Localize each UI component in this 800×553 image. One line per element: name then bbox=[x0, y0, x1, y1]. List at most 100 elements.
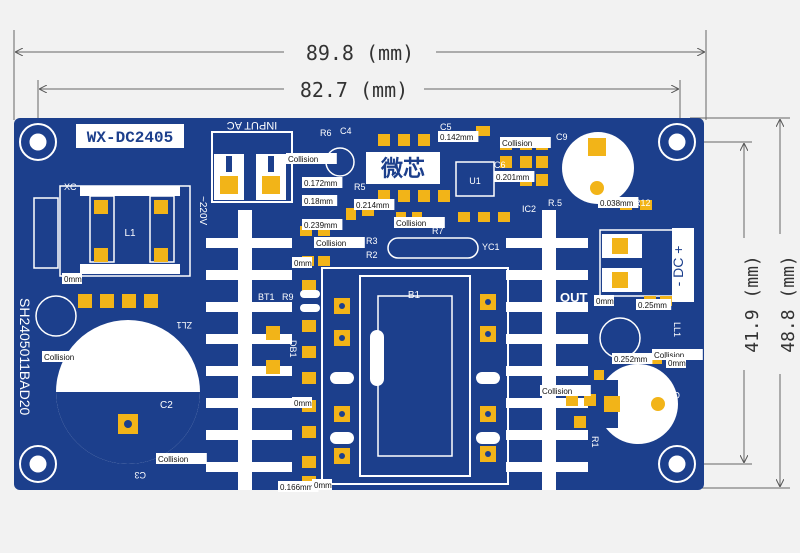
label-r9: R9 bbox=[282, 292, 294, 302]
drc-marker-label: 0mm bbox=[314, 481, 332, 490]
drc-marker-label: 0.201mm bbox=[496, 173, 530, 182]
label-db1: DB1 bbox=[288, 340, 298, 358]
label-l1: L1 bbox=[124, 228, 136, 239]
drc-marker: 0.166mm bbox=[278, 481, 319, 492]
dimension-width-outer: 89.8 (mm) bbox=[306, 41, 414, 65]
drc-marker: 0.214mm bbox=[354, 199, 395, 210]
drc-marker-label: Collision bbox=[542, 387, 572, 396]
drc-marker: Collision bbox=[314, 237, 365, 248]
drc-marker: 0.18mm bbox=[302, 195, 338, 206]
drc-marker-label: 0.172mm bbox=[304, 179, 338, 188]
resistor-pills bbox=[300, 290, 320, 312]
drc-marker: Collision bbox=[156, 453, 207, 464]
drc-marker: Collision bbox=[500, 137, 551, 148]
logo-text: 微芯 bbox=[380, 156, 425, 181]
label-r2: R2 bbox=[366, 250, 378, 260]
drc-marker: Collision bbox=[652, 349, 703, 360]
drc-marker: 0mm bbox=[292, 397, 312, 408]
drc-marker-label: Collision bbox=[288, 155, 318, 164]
label-zl1: ZL1 bbox=[176, 320, 192, 330]
label-xc: XC bbox=[64, 182, 77, 192]
drc-marker: 0mm bbox=[292, 257, 312, 268]
side-code: SH2405011BAD20 bbox=[17, 298, 33, 415]
drc-marker: 0mm bbox=[594, 295, 614, 306]
drc-marker: Collision bbox=[286, 153, 337, 164]
drc-marker: Collision bbox=[42, 351, 93, 362]
drc-marker-label: Collision bbox=[158, 455, 188, 464]
mounting-holes bbox=[19, 123, 696, 483]
drc-marker: 0.201mm bbox=[494, 171, 535, 182]
label-r5: R5 bbox=[354, 182, 366, 192]
dimension-width-inner: 82.7 (mm) bbox=[300, 78, 408, 102]
label-dc: - DC + bbox=[670, 246, 686, 287]
label-yc1: YC1 bbox=[482, 242, 500, 252]
model-label-box bbox=[76, 124, 184, 148]
label-r7: R7 bbox=[432, 226, 444, 236]
drc-marker-label: 0.18mm bbox=[304, 197, 333, 206]
capacitor-c2 bbox=[56, 320, 200, 464]
drc-marker-label: 0.25mm bbox=[638, 301, 667, 310]
drc-marker: 0.239mm bbox=[302, 219, 343, 230]
drc-marker-label: 0mm bbox=[294, 259, 312, 268]
label-c5: C5 bbox=[440, 122, 452, 132]
input-ac-connector bbox=[211, 131, 293, 203]
dc-output-connector bbox=[599, 228, 694, 302]
drc-marker-label: Collision bbox=[316, 239, 346, 248]
drc-marker: 0mm bbox=[312, 479, 332, 490]
drc-marker: Collision bbox=[394, 217, 445, 228]
transformer-pads bbox=[334, 294, 496, 464]
drc-marker: 0mm bbox=[666, 357, 686, 368]
pads-row-left bbox=[78, 294, 158, 308]
logo-box bbox=[366, 152, 440, 184]
dimension-height-inner: 41.9 (mm) bbox=[742, 255, 763, 353]
label-ll1: LL1 bbox=[672, 322, 682, 337]
label-c4: C4 bbox=[340, 126, 352, 136]
label-b1: B1 bbox=[408, 290, 421, 301]
drc-marker-label: 0mm bbox=[668, 359, 686, 368]
drc-marker: Collision bbox=[540, 385, 591, 396]
dimension-height-outer: 48.8 (mm) bbox=[778, 255, 799, 353]
drc-marker: 0.172mm bbox=[302, 177, 343, 188]
drc-marker-label: Collision bbox=[654, 351, 684, 360]
drc-marker-label: 0.252mm bbox=[614, 355, 648, 364]
label-c6: C6 bbox=[494, 160, 506, 170]
label-ic2: IC2 bbox=[522, 204, 536, 214]
label-r12: R12 bbox=[634, 198, 651, 208]
label-w4: W4 bbox=[278, 432, 292, 442]
label-input-ac: INPUT AC bbox=[227, 119, 278, 131]
capacitor-c9 bbox=[562, 132, 634, 204]
drc-marker-label: 0mm bbox=[294, 399, 312, 408]
capacitor-c8 bbox=[598, 364, 678, 444]
drc-marker-label: 0.239mm bbox=[304, 221, 338, 230]
inductor-l1 bbox=[59, 185, 191, 277]
drc-marker-label: 0.142mm bbox=[440, 133, 474, 142]
label-r3: R3 bbox=[366, 236, 378, 246]
drc-marker-label: 0mm bbox=[64, 275, 82, 284]
label-r-5: R.5 bbox=[548, 198, 562, 208]
drc-marker: 0mm bbox=[62, 273, 82, 284]
drc-marker-label: 0.166mm bbox=[280, 483, 314, 492]
label-r6: R6 bbox=[320, 128, 332, 138]
label-input-voltage: ~220V bbox=[197, 196, 208, 226]
label-out: OUT bbox=[560, 290, 588, 305]
drc-marker-label: Collision bbox=[396, 219, 426, 228]
drc-marker-label: Collision bbox=[502, 139, 532, 148]
drc-marker-label: 0.038mm bbox=[600, 199, 634, 208]
label-c9: C9 bbox=[556, 132, 568, 142]
label-r1: R1 bbox=[590, 436, 600, 448]
drc-marker: 0.252mm bbox=[612, 353, 653, 364]
drc-marker: 0.038mm bbox=[598, 197, 639, 208]
label-u1: U1 bbox=[469, 176, 481, 186]
heatsink-right bbox=[506, 210, 588, 490]
drc-marker: 0.25mm bbox=[636, 299, 672, 310]
label-c2: C2 bbox=[160, 400, 173, 411]
drc-marker: 0.142mm bbox=[438, 131, 479, 142]
label-c3: C3 bbox=[134, 470, 146, 480]
drc-marker-label: 0mm bbox=[596, 297, 614, 306]
model-label: WX-DC2405 bbox=[87, 129, 173, 147]
drc-marker-label: Collision bbox=[44, 353, 74, 362]
label-bt1: BT1 bbox=[258, 292, 275, 302]
label-c8: C8 bbox=[668, 390, 680, 400]
